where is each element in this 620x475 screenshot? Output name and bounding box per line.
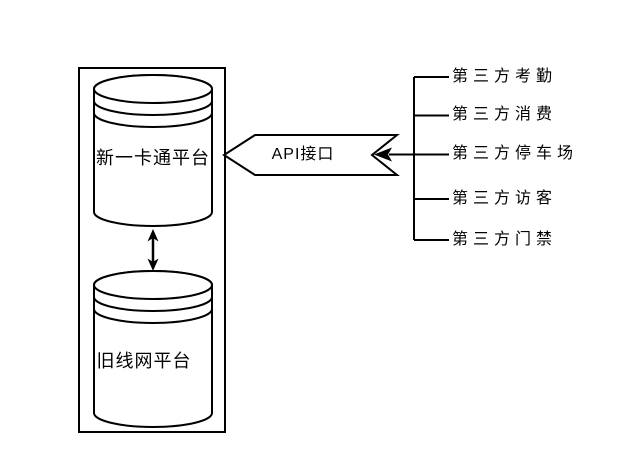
third-party-label-attendance: 第三方考勤 (452, 68, 558, 85)
third-party-label-consumption: 第三方消费 (452, 106, 558, 123)
third-party-label-parking: 第三方停车场 (452, 145, 579, 162)
bidirectional-arrow-icon (147, 229, 159, 271)
new-platform-label: 新一卡通平台 (96, 148, 210, 168)
api-interface-label: API接口 (271, 146, 335, 163)
old-platform-label: 旧线网平台 (96, 351, 192, 371)
third-party-label-access-control: 第三方门禁 (452, 231, 558, 248)
old-platform-cylinder (93, 270, 213, 428)
cylinder-top-rim (93, 270, 213, 300)
new-platform-cylinder (93, 74, 213, 227)
cylinder-top-rim (93, 74, 213, 104)
third-party-label-visitor: 第三方访客 (452, 190, 558, 207)
third-party-bracket (413, 76, 449, 241)
api-chevron-shape (222, 134, 400, 176)
